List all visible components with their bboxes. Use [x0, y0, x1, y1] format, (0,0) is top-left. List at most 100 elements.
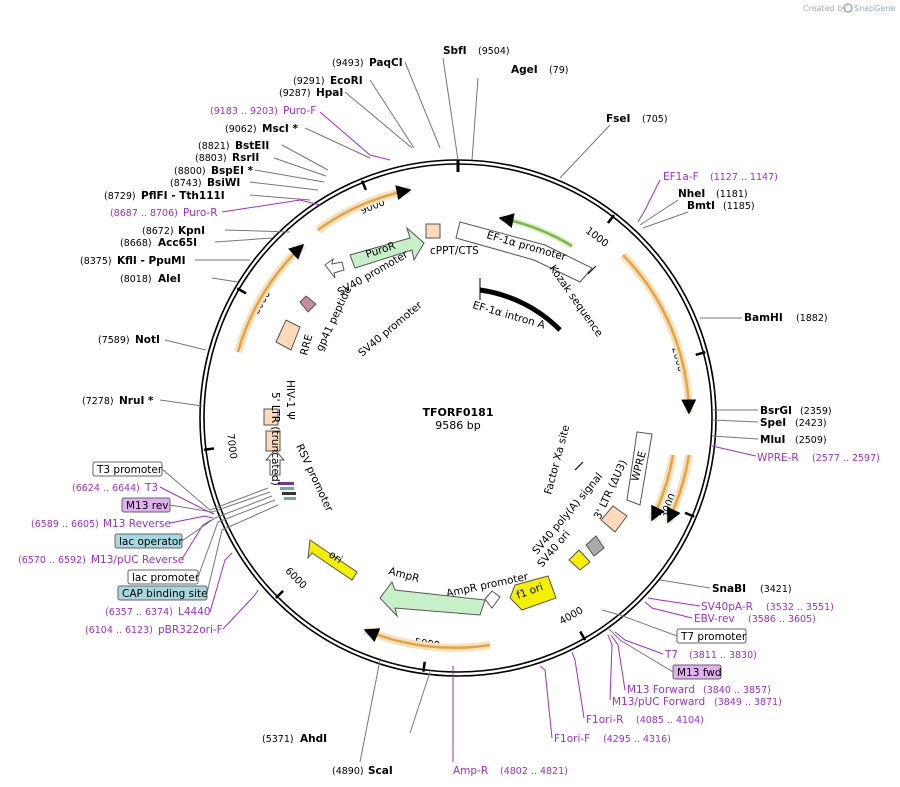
enzyme-bspei[interactable]: BspEI *(8800): [174, 165, 254, 177]
svg-text:(3840 .. 3857): (3840 .. 3857): [703, 685, 771, 696]
svg-text:T3 promoter: T3 promoter: [96, 464, 163, 476]
hiv-psi-feature: [263, 408, 279, 426]
enzyme-leader-line: [249, 194, 311, 201]
enzyme-leader-line: [442, 57, 459, 161]
lac-operator-box[interactable]: lac operator: [114, 533, 183, 549]
enzyme-pflfi-tth111i[interactable]: PflFI - Tth111I(8729): [104, 190, 225, 202]
svg-text:(1181): (1181): [716, 189, 748, 200]
enzyme-paqci[interactable]: PaqCI(9493): [332, 57, 403, 69]
ampr-feature: [379, 580, 486, 618]
svg-text:(2359): (2359): [800, 406, 832, 417]
svg-text:BstEII: BstEII: [235, 140, 269, 152]
primer-m13-puc-forward[interactable]: M13/pUC Forward(3849 .. 3871): [612, 696, 782, 708]
primer-puro-f[interactable]: Puro-F(9183 .. 9203): [210, 105, 316, 117]
enzyme-nrui[interactable]: NruI *(7278): [82, 395, 154, 407]
cap-binding-site-box[interactable]: CAP binding site: [117, 585, 208, 601]
enzyme-leader-line: [159, 399, 203, 407]
tick-mark: [684, 511, 695, 518]
svg-text:(8018): (8018): [120, 274, 152, 285]
enzyme-bsrgi[interactable]: BsrGI (2359): [760, 405, 832, 417]
ef1a-promoter-feature: [455, 221, 593, 283]
enzyme-alei[interactable]: AleI (8018): [120, 273, 181, 285]
orf-arc-3-line: [666, 454, 691, 524]
tick-mark: [695, 351, 706, 356]
svg-text:(4890): (4890): [332, 766, 364, 777]
primer-sv40pa-r[interactable]: SV40pA-R(3532 .. 3551): [701, 601, 834, 613]
enzyme-hpai[interactable]: HpaI(9287): [279, 87, 343, 99]
enzyme-nhei[interactable]: NheI(1181): [678, 188, 748, 200]
primer-ef1a-f[interactable]: EF1a-F(1127 .. 1147): [663, 171, 778, 183]
primer-puro-r[interactable]: Puro-R(8687 .. 8706): [110, 207, 218, 219]
svg-text:BspEI *: BspEI *: [211, 165, 254, 177]
primer-m13-puc-reverse[interactable]: M13/pUC Reverse(6570 .. 6592): [18, 554, 184, 566]
svg-text:(3532 .. 3551): (3532 .. 3551): [766, 602, 834, 613]
enzyme-acc65i[interactable]: Acc65I(8668): [120, 237, 197, 249]
enzyme-ahdi[interactable]: AhdI(5371): [262, 733, 327, 745]
svg-text:SpeI: SpeI: [760, 417, 786, 429]
primer-pbr322ori-f[interactable]: pBR322ori-F(6104 .. 6123): [85, 624, 223, 636]
enzyme-leader-line: [249, 181, 319, 191]
svg-text:KflI - PpuMI: KflI - PpuMI: [117, 255, 186, 267]
ampr-promoter-arrow: [484, 590, 501, 609]
primer-f1ori-r[interactable]: F1ori-R(4085 .. 4104): [586, 714, 704, 726]
svg-text:(9183 .. 9203): (9183 .. 9203): [210, 106, 278, 117]
svg-text:EF1a-F: EF1a-F: [663, 171, 699, 183]
enzyme-rsrii[interactable]: RsrII(8803): [195, 152, 259, 164]
primer-m13-reverse[interactable]: M13 Reverse(6589 .. 6605): [31, 518, 171, 530]
primer-t3[interactable]: T3(6624 .. 6644): [72, 482, 158, 494]
svg-text:M13/pUC Forward: M13/pUC Forward: [612, 696, 705, 708]
enzyme-sbfi[interactable]: SbfI(9504): [443, 45, 510, 57]
primer-f1ori-f[interactable]: F1ori-F(4295 .. 4316): [554, 733, 671, 745]
svg-text:lac operator: lac operator: [119, 536, 183, 548]
enzyme-fsei[interactable]: FseI(705): [606, 113, 668, 125]
lac-promoter-box[interactable]: lac promoter: [127, 569, 200, 585]
primer-wpre-r[interactable]: WPRE-R(2577 .. 2597): [757, 452, 880, 464]
svg-text:(1185): (1185): [723, 201, 755, 212]
enzyme-bmti[interactable]: BmtI(1185): [687, 200, 755, 212]
orf-arc-6-line: [317, 185, 412, 232]
primer-m13-forward[interactable]: M13 Forward(3840 .. 3857): [627, 684, 771, 696]
enzyme-snabi[interactable]: SnaBI(3421): [712, 583, 792, 595]
enzyme-leader-line: [711, 435, 759, 440]
svg-text:(5371): (5371): [262, 734, 294, 745]
enzyme-kfli-ppumi[interactable]: KflI - PpuMI (8375): [80, 255, 186, 267]
svg-text:(8821): (8821): [198, 141, 230, 152]
enzyme-leader-line: [254, 169, 325, 183]
enzyme-leader-line: [164, 339, 207, 351]
svg-text:BsrGI: BsrGI: [760, 405, 792, 417]
enzyme-spei[interactable]: SpeI(2423): [760, 417, 827, 429]
enzyme-kpni[interactable]: KpnI(8672): [142, 225, 205, 237]
enzyme-msci[interactable]: MscI *(9062): [225, 123, 298, 135]
enzyme-noti[interactable]: NotI(7589): [98, 334, 160, 346]
t7-promoter-box[interactable]: T7 promoter: [676, 628, 747, 644]
orf-arc-1: [620, 252, 693, 414]
lac-operator-site: [280, 487, 294, 490]
ltr5-feature: [265, 430, 281, 452]
m13-rev-box[interactable]: M13 rev: [121, 497, 171, 513]
enzyme-agei[interactable]: AgeI(79): [511, 64, 569, 76]
primer-amp-r[interactable]: Amp-R(4802 .. 4821): [453, 765, 568, 777]
m13-fwd-box[interactable]: M13 fwd: [672, 664, 722, 680]
primer-t7[interactable]: T7(3811 .. 3830): [664, 649, 757, 661]
tick-label: 7000: [224, 433, 238, 460]
enzyme-bsteii[interactable]: BstEII (8821): [198, 140, 269, 152]
primer-l4440[interactable]: L4440(6357 .. 6374): [105, 606, 211, 618]
ef1a-arc-line: [498, 213, 573, 248]
enzyme-scai[interactable]: ScaI(4890): [332, 765, 393, 777]
enzyme-leader-line: [559, 124, 611, 179]
cppt-label: cPPT/CTS: [430, 245, 479, 257]
svg-text:(8375): (8375): [80, 256, 112, 267]
enzyme-bsiwi[interactable]: BsiWI(8743): [170, 177, 240, 189]
t3-promoter-box[interactable]: T3 promoter: [92, 461, 163, 477]
enzyme-ecori[interactable]: EcoRI(9291): [293, 75, 363, 87]
enzyme-mlui[interactable]: MluI(2509): [760, 434, 827, 446]
sv40-promoter-arrow-1: [324, 257, 345, 279]
hiv-psi-label: HIV-1 Ψ: [284, 380, 296, 420]
primer-ebv-rev[interactable]: EBV-rev(3586 .. 3605): [694, 613, 816, 625]
svg-text:AleI: AleI: [158, 273, 181, 285]
enzyme-leader-line: [639, 199, 679, 226]
tick-label: 1000: [583, 226, 610, 250]
enzyme-bamhi[interactable]: BamHI(1882): [744, 312, 828, 324]
puror-feature: [349, 226, 425, 269]
svg-text:(6589 .. 6605): (6589 .. 6605): [31, 519, 99, 530]
